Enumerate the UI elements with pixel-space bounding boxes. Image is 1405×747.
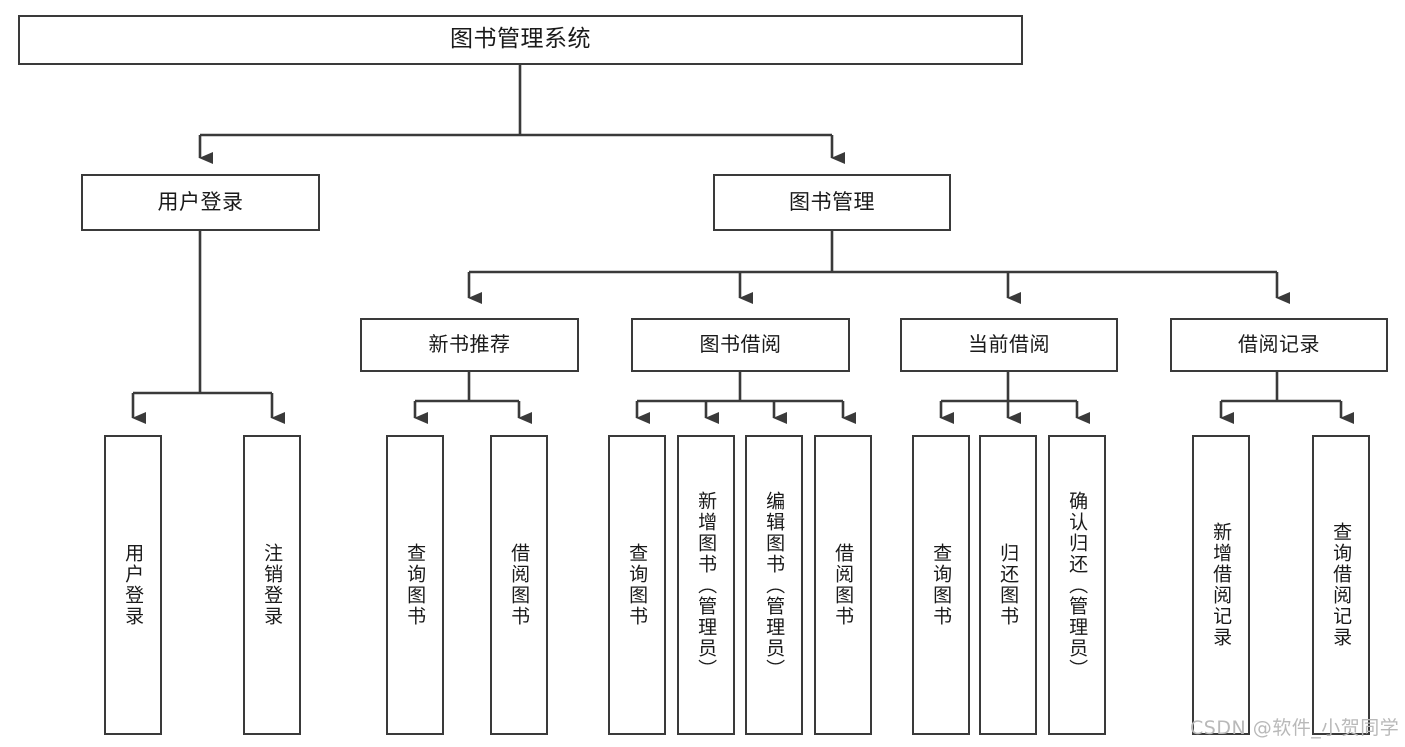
leaf-current-borrow-return-label: 归还图书 — [997, 543, 1020, 627]
node-new-book-recommend[interactable]: 新书推荐 — [360, 318, 579, 372]
watermark-text: CSDN @软件_小贺同学 — [1190, 717, 1400, 739]
leaf-user-login-signout[interactable]: 注销登录 — [243, 435, 301, 735]
node-book-borrow[interactable]: 图书借阅 — [631, 318, 850, 372]
node-user-login[interactable]: 用户登录 — [81, 174, 320, 231]
leaf-new-book-borrow[interactable]: 借阅图书 — [490, 435, 548, 735]
leaf-user-login-signin-label: 用户登录 — [122, 543, 145, 627]
leaf-current-borrow-return[interactable]: 归还图书 — [979, 435, 1037, 735]
leaf-borrow-records-query-label: 查询借阅记录 — [1330, 522, 1353, 648]
leaf-book-borrow-edit-label: 编辑图书（管理员） — [763, 490, 786, 680]
node-root[interactable]: 图书管理系统 — [18, 15, 1023, 65]
leaf-current-borrow-confirm-label: 确认归还（管理员） — [1066, 490, 1089, 680]
node-book-management[interactable]: 图书管理 — [713, 174, 951, 231]
leaf-book-borrow-query-label: 查询图书 — [626, 543, 649, 627]
leaf-book-borrow-query[interactable]: 查询图书 — [608, 435, 666, 735]
node-borrow-records[interactable]: 借阅记录 — [1170, 318, 1388, 372]
leaf-borrow-records-add[interactable]: 新增借阅记录 — [1192, 435, 1250, 735]
leaf-user-login-signin[interactable]: 用户登录 — [104, 435, 162, 735]
leaf-borrow-records-add-label: 新增借阅记录 — [1210, 522, 1233, 648]
node-current-borrow[interactable]: 当前借阅 — [900, 318, 1118, 372]
leaf-book-borrow-borrow-label: 借阅图书 — [832, 543, 855, 627]
leaf-current-borrow-query[interactable]: 查询图书 — [912, 435, 970, 735]
node-new-book-recommend-label: 新书推荐 — [428, 332, 511, 357]
node-book-borrow-label: 图书借阅 — [699, 332, 782, 357]
node-user-login-label: 用户登录 — [157, 190, 244, 215]
leaf-new-book-borrow-label: 借阅图书 — [508, 543, 531, 627]
node-book-management-label: 图书管理 — [789, 190, 875, 215]
leaf-new-book-query[interactable]: 查询图书 — [386, 435, 444, 735]
leaf-user-login-signout-label: 注销登录 — [261, 543, 284, 627]
leaf-borrow-records-query[interactable]: 查询借阅记录 — [1312, 435, 1370, 735]
leaf-current-borrow-confirm[interactable]: 确认归还（管理员） — [1048, 435, 1106, 735]
leaf-book-borrow-borrow[interactable]: 借阅图书 — [814, 435, 872, 735]
node-borrow-records-label: 借阅记录 — [1238, 332, 1320, 357]
leaf-book-borrow-add-label: 新增图书（管理员） — [695, 490, 718, 680]
leaf-new-book-query-label: 查询图书 — [404, 543, 427, 627]
leaf-book-borrow-add[interactable]: 新增图书（管理员） — [677, 435, 735, 735]
node-current-borrow-label: 当前借阅 — [968, 332, 1050, 357]
node-root-label: 图书管理系统 — [450, 26, 591, 53]
leaf-current-borrow-query-label: 查询图书 — [930, 543, 953, 627]
leaf-book-borrow-edit[interactable]: 编辑图书（管理员） — [745, 435, 803, 735]
